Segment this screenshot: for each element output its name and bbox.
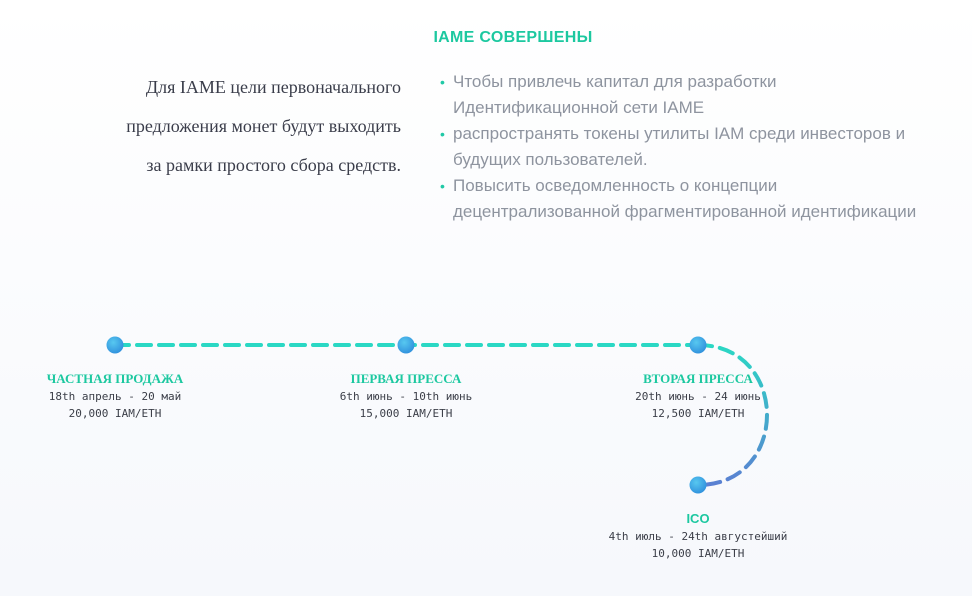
timeline-node (689, 476, 707, 494)
stage-rate: 12,500 IAM/ETH (651, 407, 745, 420)
bullet-dot-icon: • (440, 126, 445, 142)
goal-item: • распространять токены утилиты IAM сред… (440, 121, 960, 173)
stage-title: ПЕРВАЯ ПРЕССА (350, 371, 462, 386)
timeline-node (106, 336, 124, 354)
timeline-node (689, 336, 707, 354)
stage-rate: 20,000 IAM/ETH (68, 407, 162, 420)
intro-line: Для IAME цели первоначального (145, 77, 401, 97)
stage-dates: 6th июнь - 10th июнь (339, 390, 473, 403)
goal-line: распространять токены утилиты IAM среди … (453, 124, 906, 143)
stage-title: ЧАСТНАЯ ПРОДАЖА (46, 371, 184, 386)
goal-item: • Повысить осведомленность о концепции д… (440, 173, 960, 225)
path-segment-curve (696, 343, 769, 487)
goal-line: Чтобы привлечь капитал для разработки (453, 72, 777, 91)
intro-line: за рамки простого сбора средств. (146, 155, 401, 175)
bullet-dot-icon: • (440, 178, 445, 194)
stage-dates: 18th апрель - 20 май (48, 390, 182, 403)
goals-list: • Чтобы привлечь капитал для разработки … (440, 69, 960, 225)
goal-line: будущих пользователей. (453, 150, 648, 169)
intro-line: предложения монет будут выходить (126, 116, 401, 136)
stage-first-presale: ПЕРВАЯ ПРЕССА 6th июнь - 10th июнь 15,00… (296, 370, 516, 422)
bullet-dot-icon: • (440, 74, 445, 90)
goal-item: • Чтобы привлечь капитал для разработки … (440, 69, 960, 121)
timeline-node (397, 336, 415, 354)
intro-text: Для IAME цели первоначального предложени… (71, 68, 401, 185)
stage-dates: 4th июль - 24th августейший (608, 530, 788, 543)
stage-title: ICO (686, 511, 710, 526)
section-heading: IAME СОВЕРШЕНЫ (433, 29, 593, 46)
goal-line: Повысить осведомленность о концепции (453, 176, 778, 195)
stage-dates: 20th июнь - 24 июнь (635, 390, 761, 403)
stage-private-sale: ЧАСТНАЯ ПРОДАЖА 18th апрель - 20 май 20,… (5, 370, 225, 422)
stage-ico: ICO 4th июль - 24th августейший 10,000 I… (588, 510, 808, 562)
stage-rate: 15,000 IAM/ETH (359, 407, 453, 420)
goal-line: Идентификационной сети IAME (453, 98, 705, 117)
stage-second-presale: ВТОРАЯ ПРЕССА 20th июнь - 24 июнь 12,500… (588, 370, 808, 422)
stage-rate: 10,000 IAM/ETH (651, 547, 745, 560)
stage-title: ВТОРАЯ ПРЕССА (643, 371, 753, 386)
goal-line: децентрализованной фрагментированной иде… (453, 202, 917, 221)
